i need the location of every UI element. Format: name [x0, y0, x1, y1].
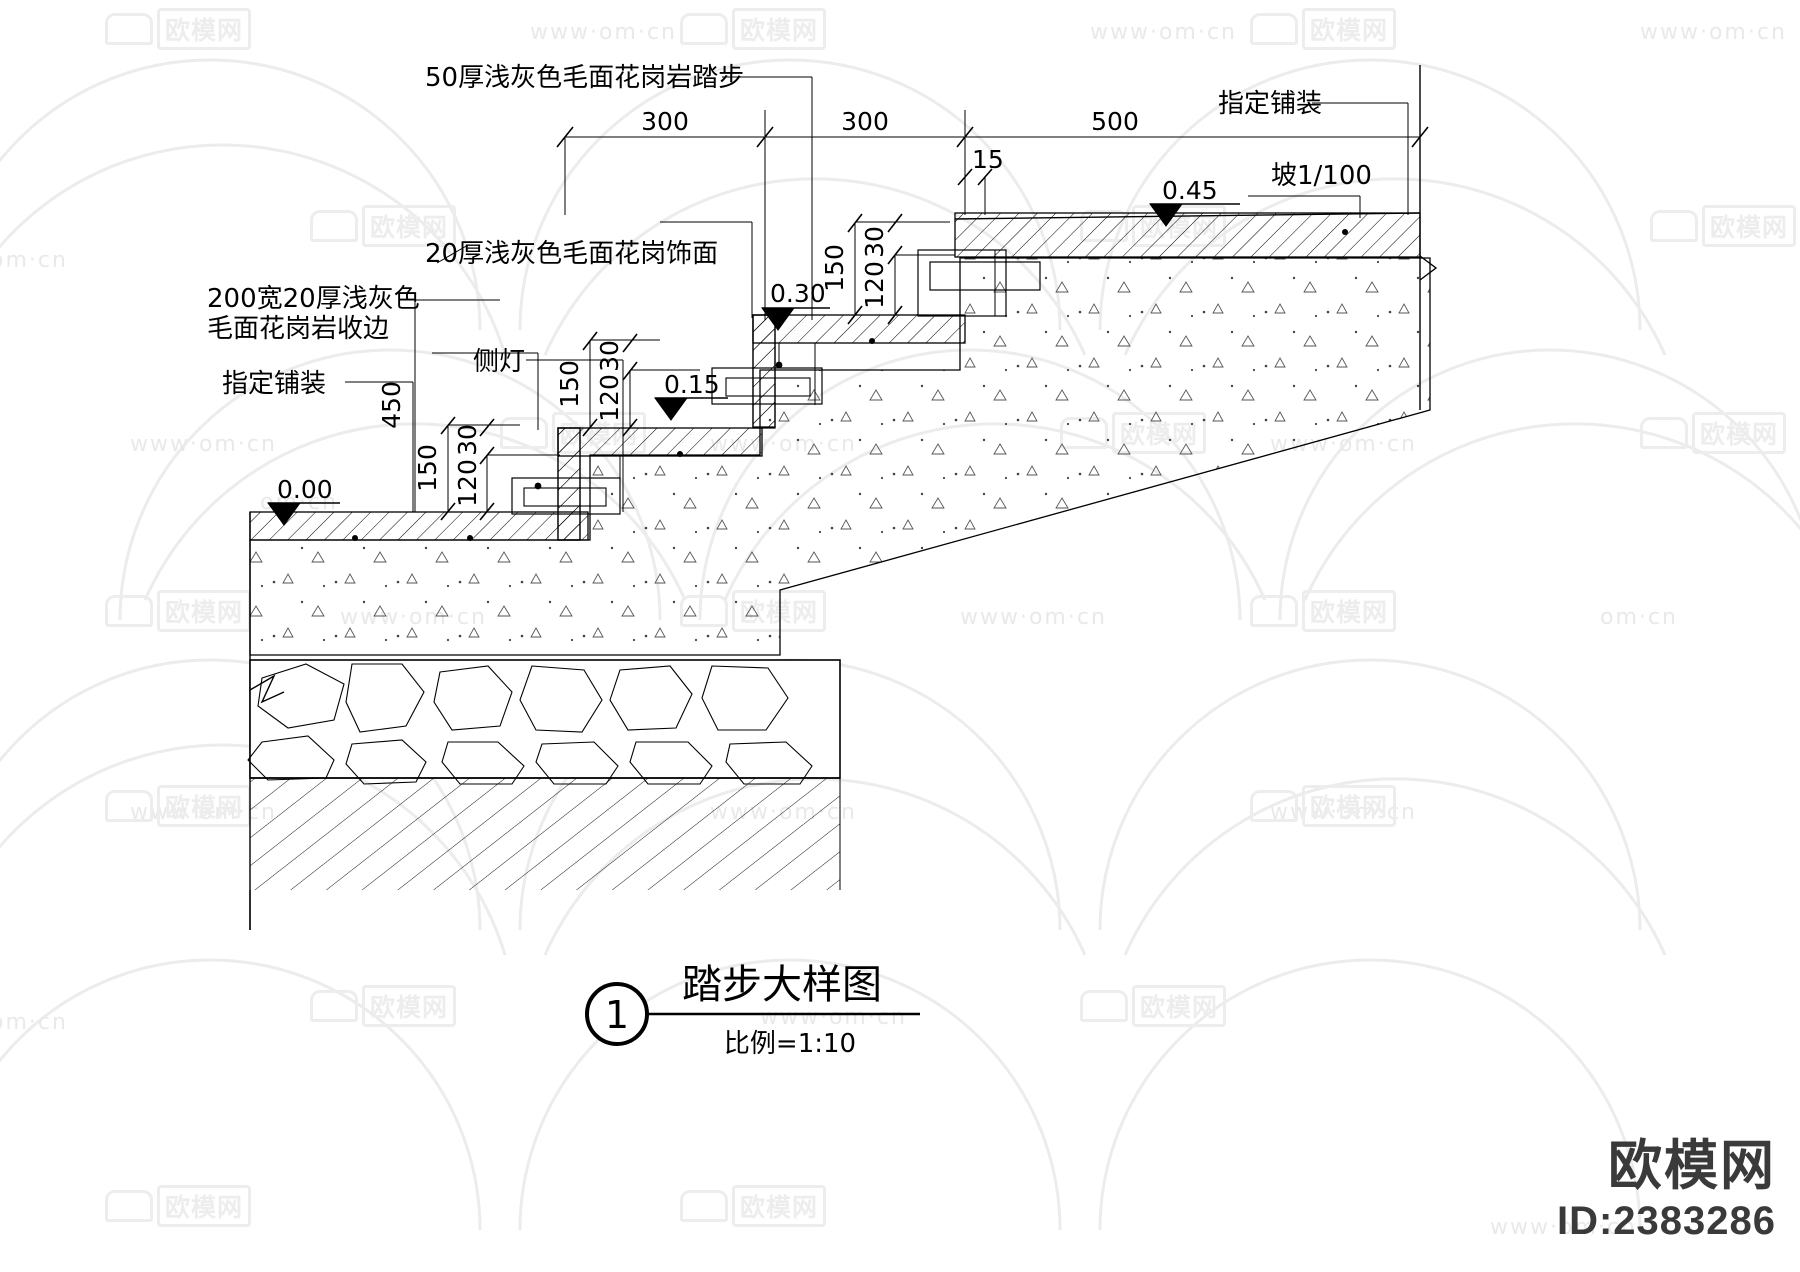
dimension-15: 15 [957, 145, 1004, 215]
leader-note-step: 50厚浅灰色毛面花岗岩踏步 [425, 63, 813, 320]
level-030-text: 0.30 [770, 279, 826, 308]
level-045-text: 0.45 [1162, 176, 1218, 205]
note-slope-text: 坡1/100 [1271, 161, 1372, 191]
brand-mark: 欧模网 ID:2383286 [1557, 1138, 1776, 1244]
dim-300-b-text: 300 [841, 107, 889, 136]
detail-number-text: 1 [605, 993, 629, 1037]
dimension-group-lower: 150 120 30 [413, 416, 560, 521]
note-edge-line1-text: 200宽20厚浅灰色 [207, 284, 420, 314]
level-000-text: 0.00 [277, 475, 333, 504]
paving-right [954, 212, 1421, 258]
note-facing-text: 20厚浅灰色毛面花岗饰面 [425, 239, 718, 269]
dim-30-mid-text: 30 [595, 340, 624, 372]
dim-120-upper-text: 120 [860, 261, 889, 309]
brand-id: ID:2383286 [1556, 1199, 1776, 1243]
dim-15-text: 15 [972, 145, 1004, 174]
dim-150-lower-text: 150 [413, 444, 442, 492]
dim-30-lower-text: 30 [453, 424, 482, 456]
dim-120-mid-text: 120 [595, 374, 624, 422]
leader-note-facing: 20厚浅灰色毛面花岗饰面 [425, 221, 753, 318]
note-edge-line2-text: 毛面花岗岩收边 [207, 314, 389, 344]
paving-left [249, 511, 589, 541]
note-paving-left-text: 指定铺装 [222, 369, 326, 399]
dim-120-lower-text: 120 [453, 459, 482, 507]
drawing-title-text: 踏步大样图 [682, 962, 882, 1008]
dimension-group-upper: 150 120 30 [820, 213, 955, 325]
brand-name: 欧模网 [1608, 1136, 1776, 1197]
note-paving-right-text: 指定铺装 [1218, 89, 1322, 119]
note-side-light-text: 侧灯 [473, 347, 525, 377]
dim-300-a-text: 300 [641, 107, 689, 136]
leader-note-slope: 坡1/100 [1248, 161, 1372, 218]
dim-30-upper-text: 30 [860, 226, 889, 258]
level-marker-015: 0.15 [654, 370, 728, 421]
gravel-base-course [247, 659, 841, 785]
dim-150-mid-text: 150 [555, 360, 584, 408]
dim-500-text: 500 [1091, 107, 1139, 136]
drawing-scale-text: 比例=1:10 [724, 1029, 856, 1059]
note-step-text: 50厚浅灰色毛面花岗岩踏步 [425, 63, 744, 93]
level-015-text: 0.15 [664, 370, 720, 399]
dim-450-text: 450 [377, 381, 406, 429]
title-block: 1 踏步大样图 比例=1:10 [585, 962, 920, 1059]
